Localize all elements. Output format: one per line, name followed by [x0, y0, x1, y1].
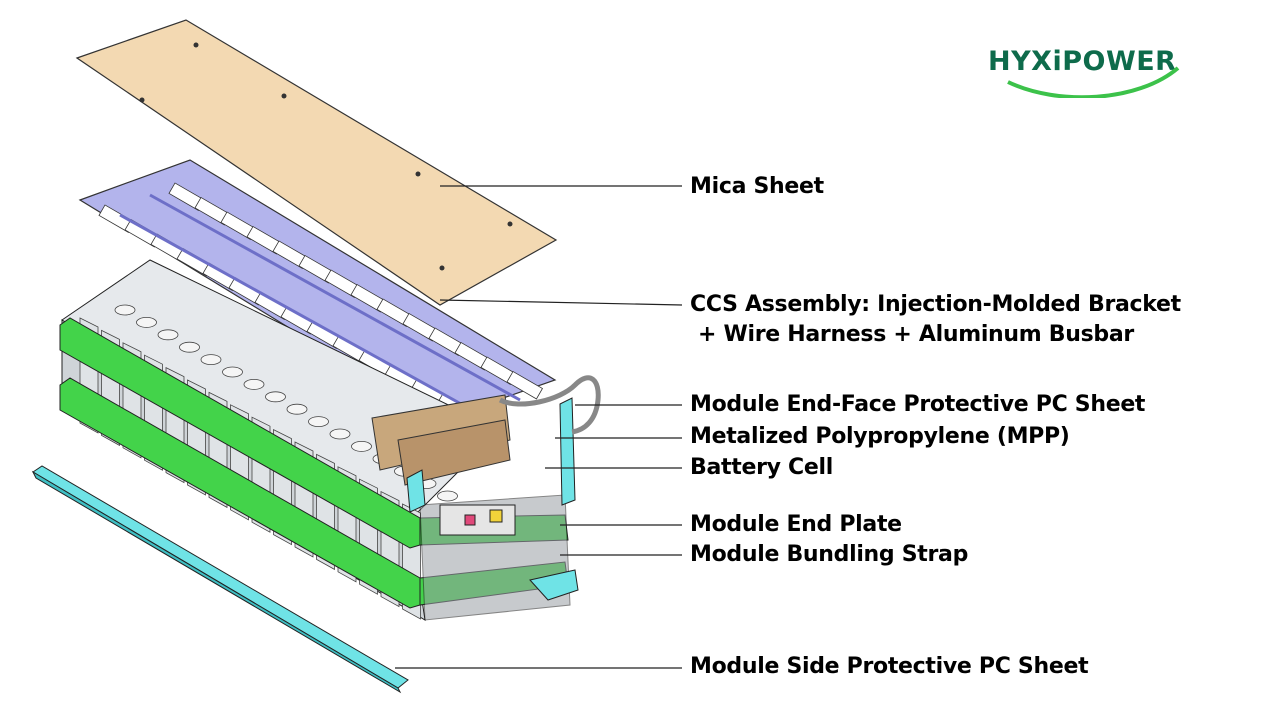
- label-mpp: Metalized Polypropylene (MPP): [690, 424, 1070, 449]
- logo-swoosh-icon: [1007, 66, 1180, 98]
- label-side-protective-pc-sheet: Module Side Protective PC Sheet: [690, 654, 1089, 679]
- cell-terminal: [286, 403, 308, 415]
- cell-terminal: [114, 304, 136, 316]
- cell-terminal: [200, 354, 222, 366]
- hyxipower-logo: HYXiPOWER: [978, 38, 1198, 98]
- label-module-bundling-strap: Module Bundling Strap: [690, 542, 969, 567]
- module-end-plate: [419, 494, 571, 621]
- cell-terminal: [136, 316, 157, 328]
- cell-terminal: [243, 378, 265, 390]
- cell-terminal: [179, 341, 200, 353]
- cell-terminal: [157, 329, 179, 341]
- end-face-pc-sheet: [406, 375, 601, 513]
- label-mica-sheet: Mica Sheet: [690, 174, 824, 199]
- label-module-end-plate: Module End Plate: [690, 512, 902, 537]
- cell-terminal: [222, 366, 243, 378]
- cell-terminal: [265, 391, 286, 403]
- label-battery-cell: Battery Cell: [690, 455, 833, 480]
- cell-terminal: [437, 490, 458, 502]
- label-ccs-line2: + Wire Harness + Aluminum Busbar: [698, 322, 1134, 347]
- cell-terminal: [351, 440, 372, 452]
- logo-text: HYXiPOWER: [988, 46, 1177, 77]
- mpp-sheet: [371, 394, 511, 486]
- cell-terminal: [329, 428, 351, 440]
- mica-sheet: [75, 19, 558, 306]
- label-ccs-line1: CCS Assembly: Injection-Molded Bracket: [690, 292, 1181, 317]
- busbar: [506, 370, 543, 400]
- side-protective-pc-sheet: [31, 465, 579, 694]
- leader-lines: [395, 185, 683, 669]
- label-ccs-assembly: CCS Assembly: Injection-Molded Bracket +…: [690, 290, 1181, 350]
- cell-terminal: [308, 416, 329, 428]
- label-end-face-pc-sheet: Module End-Face Protective PC Sheet: [690, 392, 1146, 417]
